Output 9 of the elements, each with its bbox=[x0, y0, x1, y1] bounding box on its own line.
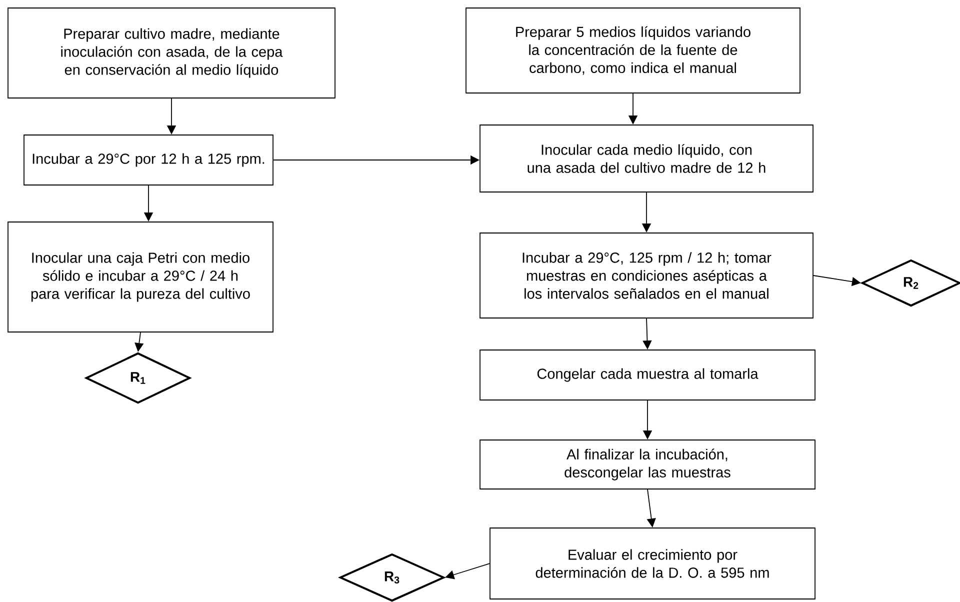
process-box: Inocular cada medio líquido, con una asada del cultivo madre de 12 h bbox=[480, 124, 814, 192]
process-box: Congelar cada muestra al tomarla bbox=[480, 350, 816, 400]
process-box: Incubar a 29°C, 125 rpm / 12 h; tomar muestras en condiciones asépticas a los intervalos señalados en el manual bbox=[480, 232, 814, 318]
process-box: Evaluar el crecimiento por determinación de la D. O. a 595 nm bbox=[490, 528, 816, 600]
process-box: Preparar cultivo madre, mediante inoculación con asada, de la cepa en conservación al medio líquido bbox=[8, 8, 336, 98]
process-box: Inocular una caja Petri con medio sólido e incubar a 29°C / 24 h para verificar la pureza del cultivo bbox=[8, 222, 274, 332]
process-box: Incubar a 29°C por 12 h a 125 rpm. bbox=[24, 134, 274, 186]
process-box: Al finalizar la incubación, descongelar las muestras bbox=[480, 440, 816, 490]
process-box: Preparar 5 medios líquidos variando la concentración de la fuente de carbono, como indica el manual bbox=[466, 8, 800, 94]
